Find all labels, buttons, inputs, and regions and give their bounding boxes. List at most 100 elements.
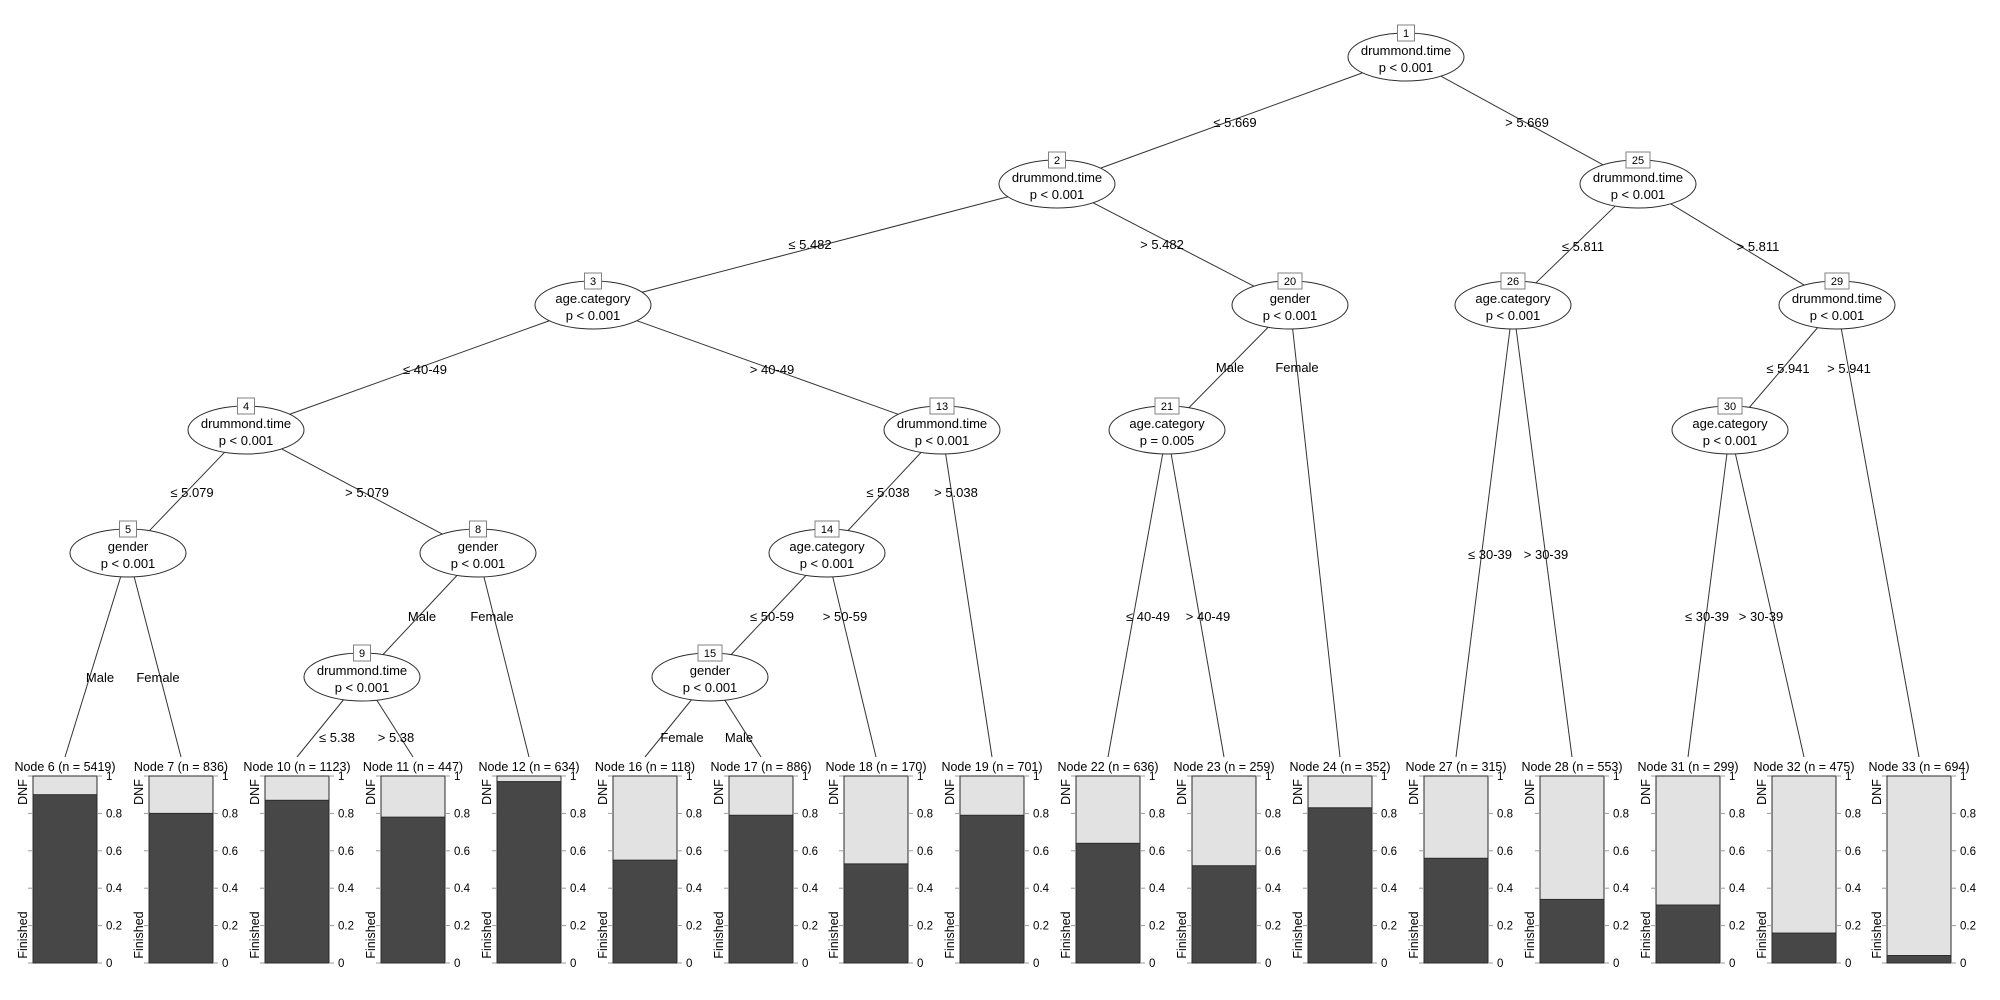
edge-9-10: ≤ 5.38 xyxy=(296,699,355,758)
node-id: 3 xyxy=(590,276,596,288)
dnf-label: DNF xyxy=(1407,779,1421,805)
y-tick-label: 1 xyxy=(686,771,692,783)
node-id: 5 xyxy=(125,524,131,536)
edge-label: > 5.079 xyxy=(345,485,389,500)
node-variable: drummond.time xyxy=(897,416,987,431)
y-tick-label: 0.4 xyxy=(1381,883,1398,895)
y-tick-label: 0.6 xyxy=(1960,846,1976,858)
edge-21-22: ≤ 40-49 xyxy=(1107,453,1170,758)
y-tick-label: 1 xyxy=(1497,771,1503,783)
node-id-box xyxy=(353,644,371,662)
edge-15-16: Female xyxy=(644,699,704,758)
node-p-value: p < 0.001 xyxy=(566,308,621,323)
y-tick-label: 0.4 xyxy=(106,883,123,895)
edge-line xyxy=(133,576,182,758)
dnf-label: DNF xyxy=(248,779,262,805)
edge-21-23: > 40-49 xyxy=(1170,453,1230,758)
y-tick-label: 1 xyxy=(1149,771,1155,783)
edge-line xyxy=(376,699,414,758)
node-p-value: p < 0.001 xyxy=(800,556,855,571)
edge-line xyxy=(1188,326,1269,409)
terminal-node-12: Node 12 (n = 634)00.20.40.60.81DNFFinish… xyxy=(478,760,586,970)
y-tick-label: 0.2 xyxy=(454,921,470,933)
node-id: 14 xyxy=(821,524,833,536)
edge-25-26: ≤ 5.811 xyxy=(1535,205,1616,284)
edge-label: ≤ 5.482 xyxy=(788,237,831,252)
node-id-box xyxy=(237,397,255,415)
y-tick-label: 1 xyxy=(1613,771,1619,783)
edge-29-33: > 5.941 xyxy=(1827,328,1920,758)
y-tick-label: 0.8 xyxy=(1381,808,1397,820)
node-variable: drummond.time xyxy=(1593,170,1683,185)
edge-line xyxy=(1107,453,1164,758)
y-tick-label: 0.4 xyxy=(1845,883,1862,895)
terminal-node-17: Node 17 (n = 886)00.20.40.60.81DNFFinish… xyxy=(710,760,818,970)
y-tick-label: 0.4 xyxy=(1729,883,1746,895)
node-id: 29 xyxy=(1831,276,1843,288)
finished-label: Finished xyxy=(1870,911,1884,958)
y-tick-label: 1 xyxy=(454,771,460,783)
edge-line xyxy=(724,699,762,758)
y-tick-label: 0.4 xyxy=(222,883,239,895)
finished-label: Finished xyxy=(132,911,146,958)
y-tick-label: 0.6 xyxy=(1381,846,1397,858)
y-tick-label: 1 xyxy=(1033,771,1039,783)
node-p-value: p < 0.001 xyxy=(335,680,390,695)
node-variable: age.category xyxy=(1475,291,1551,306)
y-tick-label: 0.8 xyxy=(106,808,122,820)
y-tick-label: 0.4 xyxy=(1033,883,1050,895)
y-tick-label: 0 xyxy=(570,958,576,970)
edge-label: > 30-39 xyxy=(1524,547,1568,562)
terminal-title: Node 22 (n = 636) xyxy=(1057,760,1158,774)
edge-8-12: Female xyxy=(470,576,530,758)
node-id: 25 xyxy=(1632,155,1644,167)
node-variable: gender xyxy=(108,539,149,554)
edge-line xyxy=(945,453,993,758)
terminal-title: Node 27 (n = 315) xyxy=(1405,760,1506,774)
finished-label: Finished xyxy=(480,911,494,958)
finished-label: Finished xyxy=(1291,911,1305,958)
dnf-label: DNF xyxy=(596,779,610,805)
y-tick-label: 0.2 xyxy=(802,921,818,933)
edge-line xyxy=(644,699,692,758)
dnf-label: DNF xyxy=(1523,779,1537,805)
bar-finished xyxy=(264,799,330,964)
y-tick-label: 0.6 xyxy=(454,846,470,858)
bar-finished xyxy=(728,814,794,964)
node-id: 4 xyxy=(243,401,249,413)
y-tick-label: 1 xyxy=(1845,771,1851,783)
edge-label: Male xyxy=(408,609,436,624)
terminal-node-7: Node 7 (n = 836)00.20.40.60.81DNFFinishe… xyxy=(132,760,239,970)
y-tick-label: 0 xyxy=(1729,958,1735,970)
node-id: 26 xyxy=(1507,276,1519,288)
y-tick-label: 0.6 xyxy=(1613,846,1629,858)
edge-2-3: ≤ 5.482 xyxy=(641,196,1009,293)
edge-line xyxy=(1535,205,1616,284)
y-tick-label: 0.2 xyxy=(338,921,354,933)
finished-label: Finished xyxy=(1175,911,1189,958)
node-id-box xyxy=(1048,151,1066,169)
node-p-value: p = 0.005 xyxy=(1140,433,1195,448)
y-tick-label: 0 xyxy=(1033,958,1039,970)
y-tick-label: 0 xyxy=(802,958,808,970)
edge-line xyxy=(1170,453,1225,758)
terminal-title: Node 16 (n = 118) xyxy=(595,760,695,774)
y-tick-label: 0.6 xyxy=(917,846,933,858)
edge-label: ≤ 30-39 xyxy=(1468,547,1512,562)
y-tick-label: 0.2 xyxy=(570,921,586,933)
finished-label: Finished xyxy=(827,911,841,958)
terminal-node-27: Node 27 (n = 315)00.20.40.60.81DNFFinish… xyxy=(1405,760,1513,970)
terminal-title: Node 19 (n = 701) xyxy=(941,760,1042,774)
edge-line xyxy=(1292,328,1341,758)
y-tick-label: 0.6 xyxy=(1149,846,1165,858)
y-tick-label: 1 xyxy=(222,771,228,783)
edge-1-2: ≤ 5.669 xyxy=(1100,72,1363,169)
terminal-title: Node 23 (n = 259) xyxy=(1173,760,1274,774)
edge-line xyxy=(1092,202,1255,287)
